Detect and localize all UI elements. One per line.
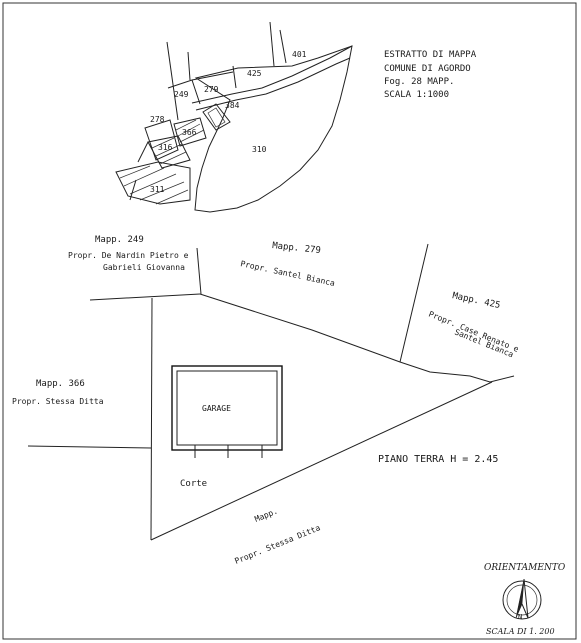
- extract-heading: ESTRATTO DI MAPPA COMUNE DI AGORDO Fog. …: [384, 50, 477, 100]
- garage-outer: [171, 365, 283, 451]
- compass-inner-ring: [506, 584, 538, 616]
- parcel-line-c: [269, 21, 275, 67]
- plan-labels: Mapp. 249 Propr. De Nardin Pietro e Gabr…: [12, 235, 520, 566]
- small-building: [202, 103, 231, 131]
- mapp-249-owner-2: Gabrieli Giovanna: [103, 263, 185, 272]
- hatch-366-a: [175, 119, 205, 143]
- parcel-366: 366: [182, 128, 197, 137]
- parcel-278: 278: [150, 115, 165, 124]
- orientation-block: ORIENTAMENTO N SCALA DI 1. 200: [484, 563, 566, 636]
- boundary-diagonal-top: [199, 293, 491, 383]
- parcel-316: 316: [158, 143, 173, 152]
- site-plan-lines: [27, 243, 515, 541]
- boundary-left-side: [150, 297, 153, 541]
- orientation-title: ORIENTAMENTO: [484, 563, 566, 573]
- parcel-line-a: [166, 41, 179, 121]
- parcel-384: 384: [225, 101, 240, 110]
- piano-terra-label: PIANO TERRA H = 2.45: [378, 454, 498, 465]
- compass-north-letter: N: [518, 613, 522, 621]
- extract-line-4: SCALA 1:1000: [384, 90, 449, 100]
- compass-outer-ring: [502, 580, 542, 620]
- parcel-310-outline: [194, 45, 353, 213]
- parcel-line-e: [232, 65, 237, 89]
- mapp-279-title: Mapp. 279: [272, 241, 322, 256]
- extract-line-3: Fog. 28 MAPP.: [384, 77, 454, 87]
- boundary-right: [489, 375, 515, 383]
- hatch-311-a: [119, 165, 189, 205]
- parcel-line-left: [137, 141, 149, 163]
- mapp-bottom-owner: Propr. Stessa Ditta: [233, 523, 321, 566]
- parcel-279-line: [191, 71, 234, 81]
- extract-line-2: COMUNE DI AGORDO: [384, 64, 471, 74]
- garage-inner: [176, 370, 278, 446]
- parcel-401: 401: [292, 50, 307, 59]
- mapp-425-title: Mapp. 425: [451, 291, 501, 311]
- parcel-278-outline: [144, 119, 179, 161]
- corte-label: Corte: [180, 479, 207, 489]
- boundary-366: [27, 445, 152, 449]
- boundary-diagonal-bottom: [150, 381, 493, 541]
- scale-label: SCALA DI 1. 200: [486, 627, 555, 636]
- small-building-inner: [207, 107, 226, 128]
- parcel-310: 310: [252, 145, 267, 154]
- mapp-279-owner: Propr. Santel Bianca: [240, 259, 336, 288]
- compass-needle-tail: [521, 578, 529, 619]
- mapp-366-title: Mapp. 366: [36, 379, 85, 389]
- hatch-316-a: [151, 137, 187, 165]
- parcel-366-hatch: [173, 117, 207, 147]
- road-line: [191, 45, 353, 104]
- mapp-249-title: Mapp. 249: [95, 235, 144, 245]
- parcel-425: 425: [247, 69, 262, 78]
- mapp-249-owner-1: Propr. De Nardin Pietro e: [68, 251, 189, 260]
- boundary-249-279: [196, 247, 202, 295]
- parcel-311: 311: [150, 185, 165, 194]
- parcel-line-b: [187, 51, 191, 81]
- boundary-279-425: [399, 243, 429, 363]
- cadastral-extract-map: 401 425 279 249 384 278 366 310 316 311: [115, 21, 353, 213]
- boundary-top: [89, 293, 201, 301]
- parcel-line-d: [279, 29, 287, 64]
- garage: GARAGE: [171, 365, 283, 458]
- mapp-366-owner: Propr. Stessa Ditta: [12, 397, 104, 406]
- mapp-bottom-title: Mapp.: [253, 506, 279, 523]
- parcel-311-hatch: [115, 161, 191, 205]
- garage-label: GARAGE: [202, 404, 231, 413]
- compass-needle-icon: [515, 578, 525, 619]
- parcel-316-hatch: [147, 135, 191, 169]
- parcel-249: 249: [174, 90, 189, 99]
- parcel-279: 279: [204, 85, 219, 94]
- road-line-2: [195, 57, 351, 111]
- parcel-line-left2: [129, 179, 137, 201]
- extract-line-1: ESTRATTO DI MAPPA: [384, 50, 477, 60]
